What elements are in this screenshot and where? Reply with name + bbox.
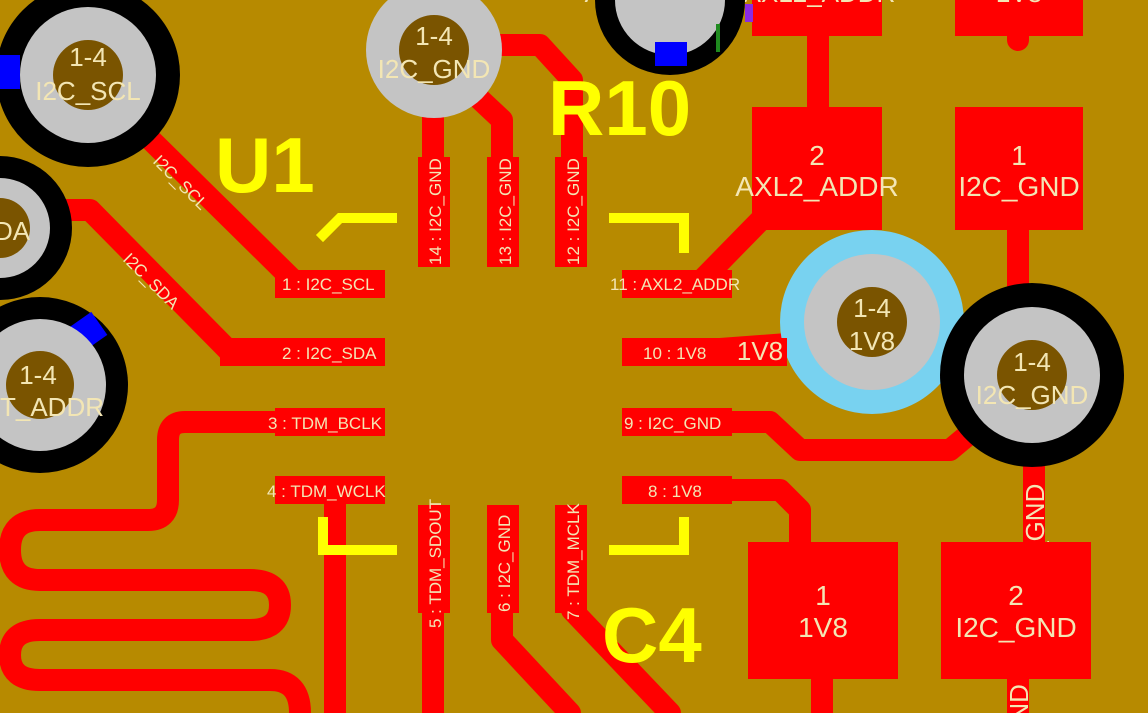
u1-silk-top-right xyxy=(609,213,689,253)
u1-pad-3[interactable] xyxy=(275,408,385,436)
via-1v8-hole xyxy=(837,287,907,357)
via-addr-net: T_ADDR xyxy=(0,392,104,422)
via-sda-net: DA xyxy=(0,216,31,246)
u1-pin-labels: 1 : I2C_SCL 2 : I2C_SDA 3 : TDM_BCLK 4 :… xyxy=(267,158,740,628)
u1-pin-6-label: 6 : I2C_GND xyxy=(495,515,514,612)
u1-pad-12[interactable] xyxy=(555,157,587,267)
via-addr-hole xyxy=(6,351,74,419)
via-1v8-net: 1V8 xyxy=(849,326,895,356)
via-gnd-right-hole xyxy=(997,340,1067,410)
r10-pad-2[interactable] xyxy=(752,107,882,230)
u1-pad-9[interactable] xyxy=(622,408,732,436)
u1-pin-3-label: 3 : TDM_BCLK xyxy=(268,414,383,433)
r10-pad-2-num: 2 xyxy=(809,140,825,171)
u1-pad-2[interactable] xyxy=(220,338,385,366)
via-gnd-top-net: I2C_GND xyxy=(378,54,491,84)
pad-top-1v8-net: 1V8 xyxy=(996,0,1042,8)
u1-pad-14[interactable] xyxy=(418,157,450,267)
green-marker xyxy=(716,24,720,52)
via-sda-hole xyxy=(0,198,30,258)
c4-pad-2-num: 2 xyxy=(1008,580,1024,611)
u1-pad-11[interactable] xyxy=(622,270,732,298)
trace-label-1v8: 1V8 xyxy=(737,336,783,366)
c4-pad-1-net: 1V8 xyxy=(798,612,848,643)
u1-pad-13[interactable] xyxy=(487,157,519,267)
via-1v8-pins: 1-4 xyxy=(853,293,891,323)
u1-pin-13-label: 13 : I2C_GND xyxy=(496,158,515,265)
u1-pin-14-label: 14 : I2C_GND xyxy=(426,158,445,265)
u1-pad-4[interactable] xyxy=(275,476,385,504)
u1-pin-1-label: 1 : I2C_SCL xyxy=(282,275,375,294)
c4-pad-2-net: I2C_GND xyxy=(955,612,1076,643)
c4-pad-1[interactable] xyxy=(748,542,898,679)
via-gnd-right-net: I2C_GND xyxy=(976,380,1089,410)
via-axl2-blue-marker xyxy=(655,42,687,66)
refdes-c4[interactable]: C4 xyxy=(602,591,702,679)
silkscreen xyxy=(315,213,689,555)
via-gnd-top-hole xyxy=(399,15,469,85)
via-scl-net: I2C_SCL xyxy=(35,76,141,106)
purple-marker xyxy=(745,4,753,22)
u1-pad-1[interactable] xyxy=(275,270,385,298)
pad-top-axl2[interactable] xyxy=(752,0,882,36)
r10-pad-1-net: I2C_GND xyxy=(958,171,1079,202)
refdes-r10[interactable]: R10 xyxy=(548,64,691,152)
r10-pad-1-num: 1 xyxy=(1011,140,1027,171)
via-scl-blue-marker xyxy=(0,55,20,89)
u1-pad-8[interactable] xyxy=(622,476,732,504)
via-scl-pins: 1-4 xyxy=(69,42,107,72)
u1-pad-6[interactable] xyxy=(487,505,519,613)
via-addr-pins: 1-4 xyxy=(19,360,57,390)
via-axl2-partial-ring[interactable] xyxy=(615,0,725,55)
u1-pin-4-label: 4 : TDM_WCLK xyxy=(267,482,386,501)
trace-tdm-bclk[interactable] xyxy=(0,411,311,713)
r10-pad-2-net: AXL2_ADDR xyxy=(735,171,898,202)
u1-pad-7[interactable] xyxy=(555,505,587,613)
u1-pin-12-label: 12 : I2C_GND xyxy=(564,158,583,265)
via-scl-hole xyxy=(53,40,123,110)
u1-pad-10[interactable] xyxy=(622,338,787,366)
r10-pad-1[interactable] xyxy=(955,107,1083,230)
u1-pin-10-label: 10 : 1V8 xyxy=(643,344,706,363)
u1-pin-5-label: 5 : TDM_SDOUT xyxy=(426,499,445,628)
trace-1v8-pin8[interactable] xyxy=(689,479,811,571)
trace-label-gnd-bottom: GND xyxy=(1004,684,1034,713)
u1-pad-5[interactable] xyxy=(418,505,450,613)
refdes-u1[interactable]: U1 xyxy=(215,121,315,209)
vias: 1-4 I2C_SCL DA 1-4 T_ADDR 1-4 I2C_GND 1-… xyxy=(0,0,1124,473)
passive-pads: 2 AXL2_ADDR 1 I2C_GND 1 1V8 2 I2C_GND xyxy=(735,107,1091,679)
c4-pad-1-num: 1 xyxy=(815,580,831,611)
u1-silk-bottom-left xyxy=(318,517,397,555)
u1-pin-11-label: 11 : AXL2_ADDR xyxy=(610,275,740,294)
u1-pin-7-label: 7 : TDM_MCLK xyxy=(564,503,583,620)
via-gnd-top-pins: 1-4 xyxy=(415,21,453,51)
u1-pads xyxy=(220,157,787,613)
u1-pin-8-label: 8 : 1V8 xyxy=(648,482,702,501)
u1-silk-bottom-right xyxy=(609,517,689,555)
u1-pin-2-label: 2 : I2C_SDA xyxy=(282,344,377,363)
u1-silk-top-left xyxy=(315,213,397,243)
u1-pin-9-label: 9 : I2C_GND xyxy=(624,414,721,433)
pad-top-1v8[interactable] xyxy=(955,0,1083,36)
via-gnd-right-pins: 1-4 xyxy=(1013,347,1051,377)
c4-pad-2[interactable] xyxy=(941,542,1091,679)
